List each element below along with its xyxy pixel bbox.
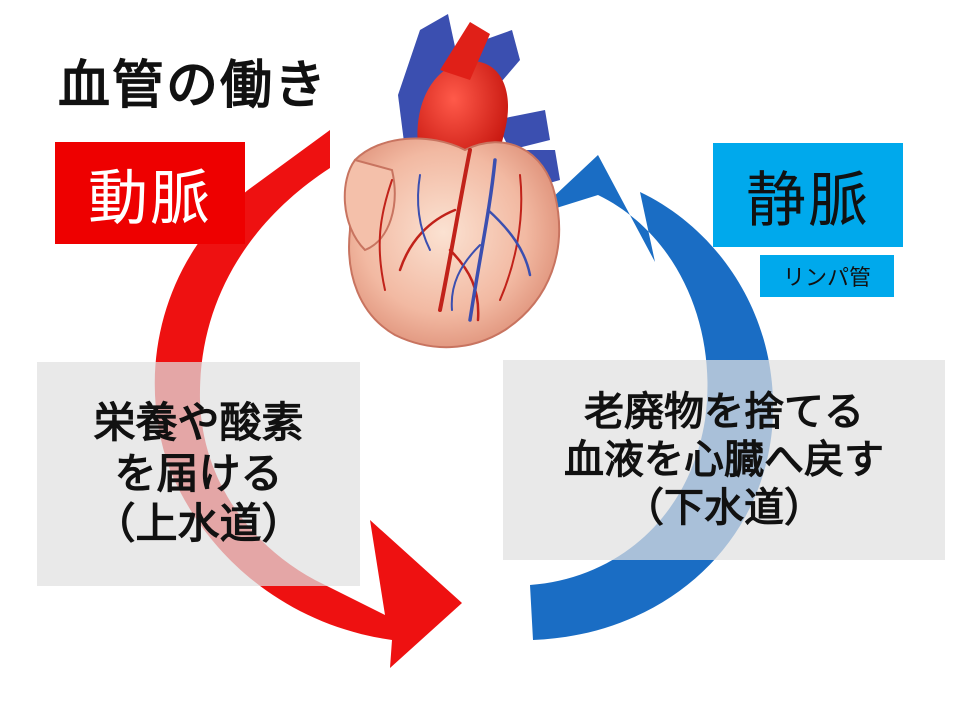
artery-note-line: を届ける — [114, 448, 283, 498]
artery-note-line: 栄養や酸素 — [93, 398, 304, 448]
page-title: 血管の働き — [58, 55, 329, 116]
artery-function-note: 栄養や酸素 を届ける （上水道） — [37, 362, 360, 586]
lymph-vessel-label: リンパ管 — [760, 255, 894, 297]
heart-illustration — [343, 14, 561, 349]
vein-label: 静脈 — [713, 143, 903, 247]
vein-note-line: （下水道） — [624, 484, 824, 531]
artery-note-line: （上水道） — [93, 499, 304, 549]
artery-label: 動脈 — [55, 142, 245, 244]
vein-note-line: 老廃物を捨てる — [584, 388, 864, 435]
vein-function-note: 老廃物を捨てる 血液を心臓へ戻す （下水道） — [503, 360, 945, 560]
vein-note-line: 血液を心臓へ戻す — [564, 436, 884, 483]
